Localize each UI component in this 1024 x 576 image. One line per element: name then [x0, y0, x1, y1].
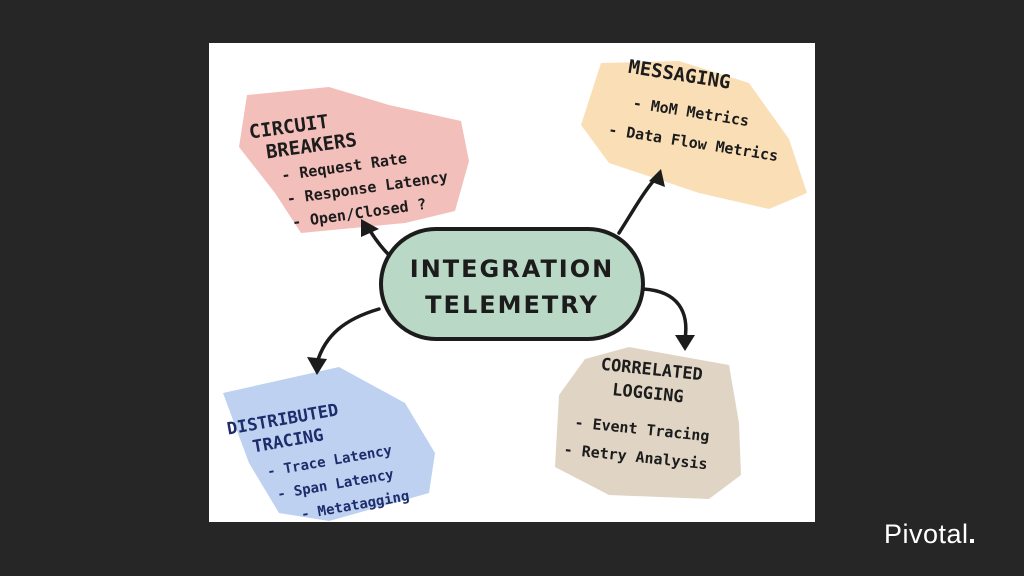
arrow-to-circuit-breakers — [367, 227, 391, 257]
pivotal-logo: Pivotal — [884, 519, 974, 550]
mind-map-diagram: INTEGRATION TELEMETRY CIRCUIT BREAKERS -… — [223, 56, 807, 522]
center-title-line1: INTEGRATION — [410, 255, 614, 283]
center-node — [379, 227, 645, 341]
arrow-to-distributed-tracing — [315, 307, 381, 365]
arrow-to-messaging — [617, 177, 657, 235]
correlated-logging-note — [555, 347, 741, 499]
circuit-breakers-note — [239, 87, 469, 233]
arrow-head-logging — [675, 335, 695, 351]
connector-arrows — [315, 177, 688, 365]
arrow-heads — [307, 169, 695, 375]
diagram-card: INTEGRATION TELEMETRY CIRCUIT BREAKERS -… — [209, 43, 815, 522]
arrow-head-tracing — [307, 357, 327, 375]
arrow-head-circuit — [361, 219, 379, 237]
distributed-tracing-note — [223, 367, 435, 521]
center-title-line2: TELEMETRY — [425, 291, 599, 319]
pivotal-logo-text: Pivotal — [884, 519, 969, 549]
logo-dot — [969, 539, 974, 543]
arrow-to-correlated-logging — [641, 287, 688, 341]
messaging-note — [581, 61, 807, 209]
arrow-head-messaging — [649, 169, 665, 187]
